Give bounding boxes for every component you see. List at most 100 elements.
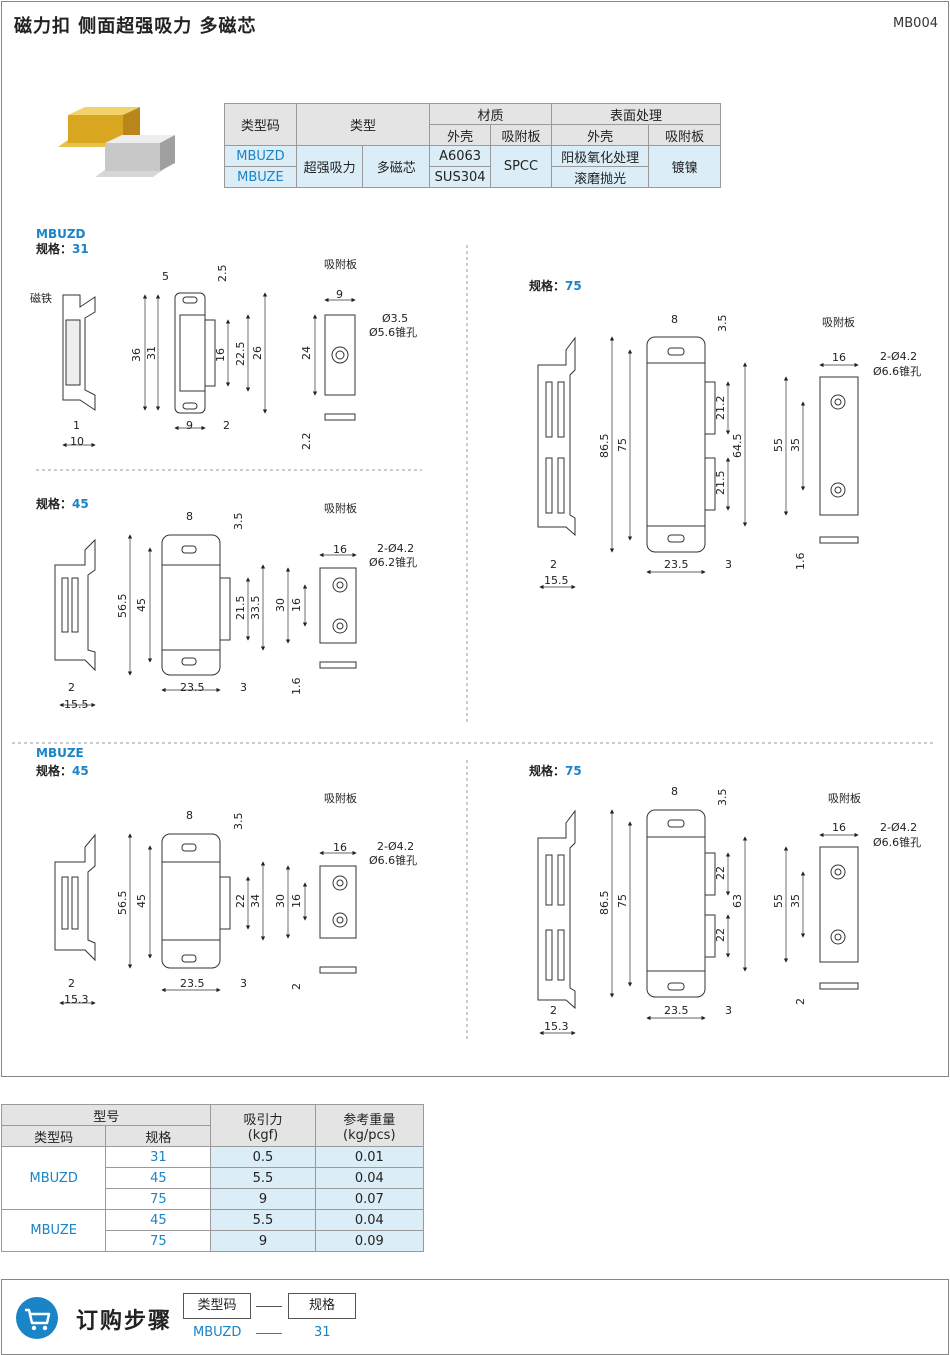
dim-text: 3.5 bbox=[232, 813, 245, 831]
dim-text: 16 bbox=[290, 598, 303, 612]
dim-text: 2.5 bbox=[216, 265, 229, 283]
plate-label: 吸附板 bbox=[324, 257, 357, 271]
dim-text: 23.5 bbox=[664, 1004, 689, 1017]
spec-cell: 45 bbox=[105, 1209, 212, 1231]
product-photo bbox=[58, 107, 175, 177]
spec-label-text: 规格： bbox=[36, 764, 73, 778]
dim-text: 8 bbox=[671, 785, 678, 798]
dim-text: 64.5 bbox=[731, 434, 744, 459]
dim-text: 23.5 bbox=[664, 558, 689, 571]
hole-label: Ø6.2锥孔 bbox=[369, 556, 417, 569]
type-code-cell: MBUZD bbox=[0, 1146, 107, 1210]
th-weight-label: 参考重量 bbox=[343, 1112, 396, 1128]
dim-text: 2 bbox=[68, 681, 75, 694]
dim-text: 22 bbox=[714, 866, 727, 880]
dim-text: 9 bbox=[336, 288, 343, 301]
weight-cell: 0.04 bbox=[314, 1167, 425, 1189]
th-spec: 规格 bbox=[105, 1125, 212, 1147]
dim-text: 1 bbox=[73, 419, 80, 432]
dim-text: 30 bbox=[274, 894, 287, 908]
dim-text: 2 bbox=[223, 419, 230, 432]
spec-label-text: 规格： bbox=[529, 279, 566, 293]
dim-text: 63 bbox=[731, 894, 744, 908]
cart-icon bbox=[16, 1297, 58, 1339]
dims-mbuzd-45 bbox=[59, 534, 357, 708]
plate-surface-cell: 镀镍 bbox=[648, 145, 721, 188]
dim-text: 26 bbox=[251, 346, 264, 360]
dim-text: 3.5 bbox=[232, 513, 245, 531]
weight-cell: 0.07 bbox=[314, 1188, 425, 1210]
dim-text: 45 bbox=[135, 894, 148, 908]
magnet-label: 磁铁 bbox=[30, 292, 52, 305]
series-label: MBUZD bbox=[36, 227, 86, 241]
order-step-spec: 规格 bbox=[288, 1293, 356, 1319]
dim-text: 35 bbox=[789, 894, 802, 908]
spec-label-text: 规格： bbox=[36, 242, 73, 256]
weight-cell: 0.09 bbox=[314, 1230, 425, 1252]
dim-text: 16 bbox=[832, 821, 846, 834]
dim-text: 3.5 bbox=[716, 315, 729, 333]
surface-cell: 滚磨抛光 bbox=[550, 166, 650, 188]
dim-text: 21.5 bbox=[234, 596, 247, 621]
dims-mbuze-75 bbox=[539, 809, 859, 1036]
series-label: MBUZE bbox=[36, 746, 84, 760]
force-cell: 5.5 bbox=[210, 1167, 316, 1189]
plate-label: 吸附板 bbox=[828, 791, 861, 805]
dim-text: 8 bbox=[186, 510, 193, 523]
hole-label: 2-Ø4.2 bbox=[880, 350, 917, 363]
dim-text: 86.5 bbox=[598, 434, 611, 459]
spec-cell: 45 bbox=[105, 1167, 212, 1189]
th-force-label: 吸引力 bbox=[243, 1112, 283, 1128]
dim-text: 16 bbox=[214, 348, 227, 362]
dim-labels-mbuzd-45: 8 3.5 56.5 45 21.5 33.5 23.5 3 2 15.5 16… bbox=[64, 501, 417, 711]
dim-text: 75 bbox=[616, 438, 629, 452]
dim-text: 86.5 bbox=[598, 891, 611, 916]
spec-label: 规格：31 bbox=[36, 240, 89, 257]
dim-text: 35 bbox=[789, 438, 802, 452]
drawing-mbuzd-31 bbox=[62, 292, 356, 421]
dim-text: 30 bbox=[274, 598, 287, 612]
weight-table: 型号 吸引力(kgf) 参考重量(kg/pcs) 类型码 规格 MBUZD 31… bbox=[0, 1104, 425, 1252]
dim-text: 3 bbox=[240, 681, 247, 694]
dim-text: 16 bbox=[333, 543, 347, 556]
hole-label: Ø6.6锥孔 bbox=[873, 365, 921, 378]
dim-text: 24 bbox=[300, 346, 313, 360]
silver-top bbox=[105, 135, 175, 143]
spec-value: 31 bbox=[72, 242, 89, 256]
dim-text: 1.6 bbox=[794, 553, 807, 571]
th-force-unit: (kgf) bbox=[247, 1127, 279, 1143]
dim-text: 21.5 bbox=[714, 471, 727, 496]
dim-text: 31 bbox=[145, 346, 158, 360]
gold-top bbox=[68, 107, 140, 115]
hole-label: 2-Ø4.2 bbox=[880, 821, 917, 834]
surface-cell: 阳极氧化处理 bbox=[550, 145, 650, 167]
dim-text: 56.5 bbox=[116, 594, 129, 619]
dim-text: 3 bbox=[725, 1004, 732, 1017]
dim-text: 22.5 bbox=[234, 342, 247, 367]
th-weight-unit: (kg/pcs) bbox=[343, 1127, 396, 1143]
spec-cell: 75 bbox=[105, 1188, 212, 1210]
spec-label: 规格：45 bbox=[36, 762, 89, 779]
section-dividers bbox=[12, 245, 935, 1040]
product-code: MB004 bbox=[893, 16, 938, 31]
spec-value: 45 bbox=[72, 764, 89, 778]
drawing-mbuze-45 bbox=[54, 833, 357, 974]
force-cell: 9 bbox=[210, 1188, 316, 1210]
dim-text: 22 bbox=[234, 894, 247, 908]
dim-text: 8 bbox=[186, 809, 193, 822]
dim-labels-mbuze-75: 8 3.5 86.5 75 22 63 22 23.5 3 2 15.3 16 … bbox=[544, 785, 921, 1033]
spec-label-text: 规格： bbox=[529, 764, 566, 778]
dim-text: 34 bbox=[249, 894, 262, 908]
shell-material-cell: SUS304 bbox=[429, 166, 492, 188]
spec-cell: 75 bbox=[105, 1230, 212, 1252]
spec-value: 45 bbox=[72, 497, 89, 511]
dims-mbuzd-31 bbox=[62, 292, 356, 448]
dim-text: 56.5 bbox=[116, 891, 129, 916]
dim-text: 75 bbox=[616, 894, 629, 908]
plate-label: 吸附板 bbox=[324, 501, 357, 515]
technical-drawings: 5 2.5 36 31 16 22.5 26 9 2 1 10 9 24 2.2… bbox=[12, 245, 935, 1040]
dim-text: 16 bbox=[333, 841, 347, 854]
force-cell: 9 bbox=[210, 1230, 316, 1252]
th-weight: 参考重量(kg/pcs) bbox=[314, 1104, 425, 1147]
dim-text: 23.5 bbox=[180, 977, 205, 990]
